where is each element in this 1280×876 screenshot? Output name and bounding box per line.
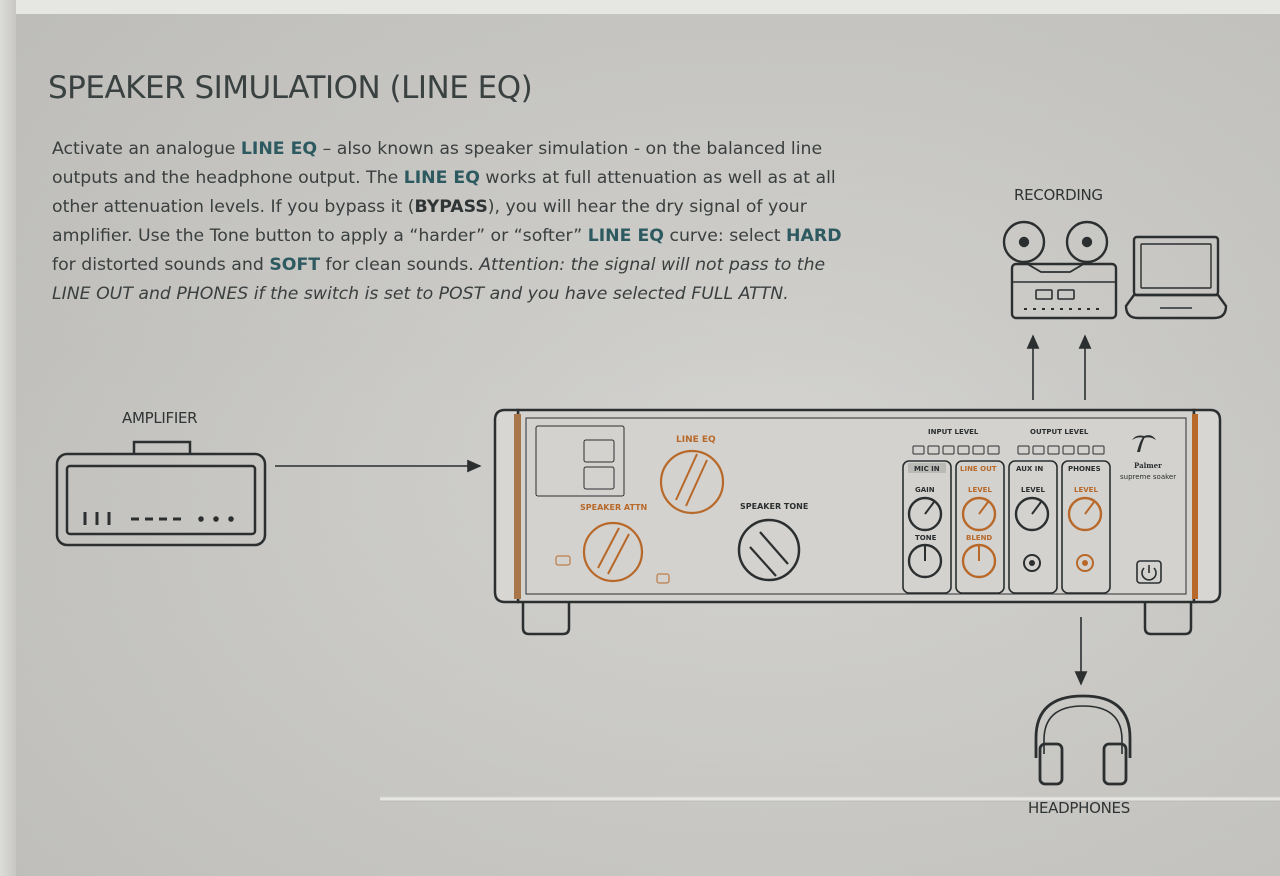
- mic-in-label: MIC IN: [914, 465, 940, 473]
- model-name: supreme soaker: [1120, 473, 1176, 481]
- laptop-icon: [1124, 235, 1228, 320]
- output-level-label: OUTPUT LEVEL: [1030, 428, 1089, 436]
- bold-term: SOFT: [269, 255, 321, 275]
- blend-label: BLEND: [966, 534, 992, 542]
- aux-in-label: AUX IN: [1016, 465, 1043, 473]
- paper-top-edge: [0, 0, 1280, 14]
- text-run: ), you will hear the dry signal of your …: [52, 197, 807, 246]
- palm-tree-logo-icon: [1132, 435, 1156, 452]
- bold-term: LINE EQ: [240, 139, 318, 159]
- text-run: for clean sounds.: [320, 255, 480, 275]
- recording-label: RECORDING: [1014, 186, 1103, 204]
- aux-in-strip: [1008, 460, 1058, 594]
- bold-term: LINE EQ: [587, 226, 664, 246]
- input-level-label: INPUT LEVEL: [928, 428, 979, 436]
- attn-post-switch[interactable]: [656, 573, 670, 584]
- device-body: [493, 408, 1222, 636]
- bold-term: HARD: [786, 226, 842, 246]
- text-run: for distorted sounds and: [52, 255, 270, 275]
- headphones-label: HEADPHONES: [1028, 799, 1130, 817]
- power-icon[interactable]: [1136, 560, 1162, 584]
- line-eq-label: LINE EQ: [676, 435, 716, 445]
- text-run: curve: select: [663, 226, 787, 246]
- bold-term: BYPASS: [414, 197, 488, 217]
- text-run: – also known as speaker simulation - on …: [52, 139, 823, 188]
- line-out-strip: [955, 460, 1005, 594]
- speaker-attn-knob[interactable]: [582, 521, 644, 583]
- description-paragraph: Activate an analogue LINE EQ – also know…: [52, 135, 842, 309]
- phones-level-label: LEVEL: [1074, 486, 1098, 494]
- page-title: SPEAKER SIMULATION (LINE EQ): [48, 70, 533, 106]
- level-leds: [912, 445, 1105, 455]
- attention-note: Attention: the signal will not pass to t…: [52, 255, 826, 304]
- line-eq-knob[interactable]: [659, 449, 725, 515]
- bold-term: LINE EQ: [403, 168, 480, 188]
- speaker-attn-label: SPEAKER ATTN: [580, 503, 647, 512]
- speaker-tone-label: SPEAKER TONE: [740, 502, 808, 511]
- attn-switch[interactable]: [555, 555, 571, 566]
- text-run: Activate an analogue: [52, 139, 241, 159]
- paper-crease: [380, 796, 1280, 802]
- brand-name: Palmer: [1134, 461, 1162, 470]
- text-run: works at full attenuation as well as at …: [52, 168, 836, 217]
- bypass-switch-module: [535, 425, 625, 497]
- phones-strip: [1061, 460, 1111, 594]
- amplifier-label: AMPLIFIER: [122, 409, 198, 427]
- mic-in-strip: [902, 460, 952, 594]
- paper-left-edge: [0, 0, 16, 876]
- level-label: LEVEL: [968, 486, 992, 494]
- phones-label: PHONES: [1068, 465, 1101, 473]
- speaker-tone-knob[interactable]: [737, 518, 801, 582]
- headphones-icon: [1034, 694, 1132, 786]
- amplifier-icon: [55, 440, 267, 547]
- tone-label: TONE: [915, 534, 937, 542]
- gain-label: GAIN: [915, 486, 935, 494]
- line-out-label: LINE OUT: [960, 465, 997, 473]
- reel-to-reel-recorder-icon: [1002, 220, 1118, 320]
- aux-level-label: LEVEL: [1021, 486, 1045, 494]
